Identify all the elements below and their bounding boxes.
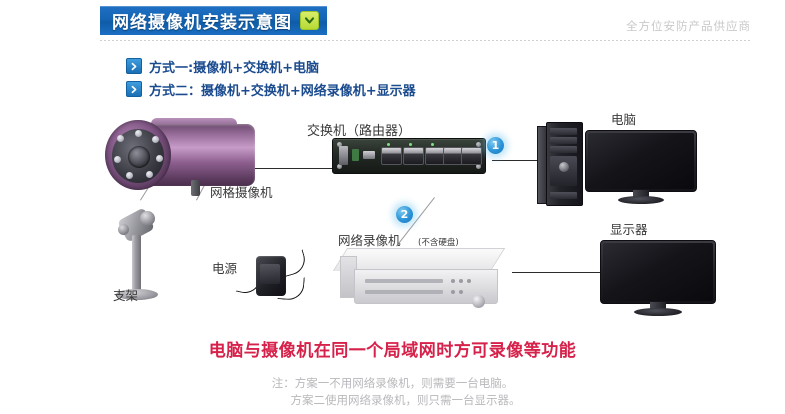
ip-camera xyxy=(105,118,265,198)
ir-led xyxy=(114,156,121,163)
monitor-label: 显示器 xyxy=(610,222,648,237)
tower-power-button xyxy=(559,162,569,172)
supplier-slogan: 全方位安防产品供应商 xyxy=(626,19,751,33)
nvr-label: 网络录像机 xyxy=(338,233,401,248)
tower-drive-bay xyxy=(550,146,577,153)
footer-note-2: 方案二使用网络录像机，则只需一台显示器。 xyxy=(290,393,521,407)
monitor-screen xyxy=(603,243,713,301)
ir-led xyxy=(152,136,159,143)
ir-led xyxy=(156,155,163,162)
switch-screw xyxy=(476,142,481,147)
nvr-button xyxy=(459,279,463,283)
method-list: 方式一:摄像机+交换机+电脑 方式二：摄像机+交换机+网络录像机+显示器 xyxy=(126,56,416,102)
switch-module xyxy=(363,151,375,159)
display-monitor xyxy=(600,240,716,316)
camera-mount-arm xyxy=(191,180,200,196)
camera-ir-ring xyxy=(112,129,164,183)
switch-board-chip xyxy=(352,149,359,161)
camera-lens xyxy=(128,146,150,168)
pc-tower xyxy=(537,122,583,206)
method-item-1: 方式一:摄像机+交换机+电脑 xyxy=(126,56,416,76)
bracket-knob xyxy=(140,211,155,226)
link-switch-to-computer xyxy=(492,160,540,161)
bracket-label: 支架 xyxy=(113,288,139,303)
bracket-pole xyxy=(132,235,141,291)
monitor-stand xyxy=(634,308,682,316)
tower-drive-bay xyxy=(550,128,577,135)
computer-label: 电脑 xyxy=(611,112,637,127)
nvr-button xyxy=(451,279,455,283)
network-video-recorder xyxy=(332,248,512,314)
ir-led xyxy=(135,130,142,137)
footer-note-1: 注：方案一不用网络录像机，则需要一台电脑。 xyxy=(271,376,514,390)
ir-led xyxy=(117,135,124,142)
link-nvr-to-monitor xyxy=(512,272,600,273)
switch-rj45-port xyxy=(381,147,402,165)
switch-screw xyxy=(337,142,342,147)
nvr-button xyxy=(451,290,455,294)
nvr-top-panel xyxy=(332,248,506,271)
page-footer: 电脑与摄像机在同一个局域网时方可录像等功能 注：方案一不用网络录像机，则需要一台… xyxy=(0,330,785,414)
power-adapter xyxy=(235,248,312,306)
link-camera-to-switch xyxy=(255,168,333,169)
callout-badge-2: 2 xyxy=(396,206,413,223)
switch-status-led xyxy=(431,143,434,146)
chevron-down-icon[interactable] xyxy=(300,11,319,30)
nvr-front-slot xyxy=(365,290,443,294)
nvr-front-slot xyxy=(365,279,443,283)
arrow-right-icon xyxy=(126,81,142,97)
nvr-jog-dial xyxy=(472,295,485,308)
switch-screw xyxy=(476,164,481,169)
switch-label: 交换机（路由器） xyxy=(307,124,412,139)
monitor-screen xyxy=(588,133,694,189)
monitor-neck xyxy=(650,302,666,311)
camera-bracket xyxy=(108,205,168,303)
title-banner: 网络摄像机安装示意图 xyxy=(100,6,327,35)
switch-chassis xyxy=(332,138,486,174)
ir-led xyxy=(126,172,133,179)
page-title: 网络摄像机安装示意图 xyxy=(112,13,292,33)
header-divider xyxy=(100,40,750,41)
footer-headline: 电脑与摄像机在同一个局域网时方可录像等功能 xyxy=(208,341,577,361)
power-label: 电源 xyxy=(212,261,238,276)
bracket-base xyxy=(116,289,158,300)
arrow-right-icon xyxy=(126,58,142,74)
switch-rj45-port xyxy=(461,147,482,165)
switch-status-led xyxy=(409,143,412,146)
callout-badge-1: 1 xyxy=(487,137,504,154)
tower-vent xyxy=(550,192,577,199)
installation-diagram: 网格摄像机 支架 电源 交换机（路由器） xyxy=(0,100,785,330)
monitor-stand xyxy=(618,196,664,204)
tower-drive-bay xyxy=(550,137,577,144)
nvr-front-panel xyxy=(354,269,498,308)
method-item-2: 方式二：摄像机+交换机+网络录像机+显示器 xyxy=(126,79,416,99)
method-item-2-label: 方式二：摄像机+交换机+网络录像机+显示器 xyxy=(149,83,416,99)
bracket-joint xyxy=(118,224,129,235)
switch-status-led xyxy=(387,143,390,146)
network-switch xyxy=(332,138,486,176)
adapter-label-plate xyxy=(260,264,280,284)
ir-led xyxy=(146,171,153,178)
switch-rj45-port xyxy=(403,147,424,165)
computer-monitor xyxy=(585,130,697,204)
camera-label: 网格摄像机 xyxy=(210,185,273,200)
switch-console-port xyxy=(339,146,348,165)
page-header: 网络摄像机安装示意图 全方位安防产品供应商 xyxy=(0,0,785,44)
nvr-sublabel: (不含硬盘) xyxy=(418,238,459,248)
camera-front-housing xyxy=(105,120,171,190)
nvr-button xyxy=(467,279,471,283)
switch-screw xyxy=(337,164,342,169)
method-item-1-label: 方式一:摄像机+交换机+电脑 xyxy=(149,60,319,76)
monitor-neck xyxy=(633,190,649,199)
nvr-button xyxy=(459,290,463,294)
